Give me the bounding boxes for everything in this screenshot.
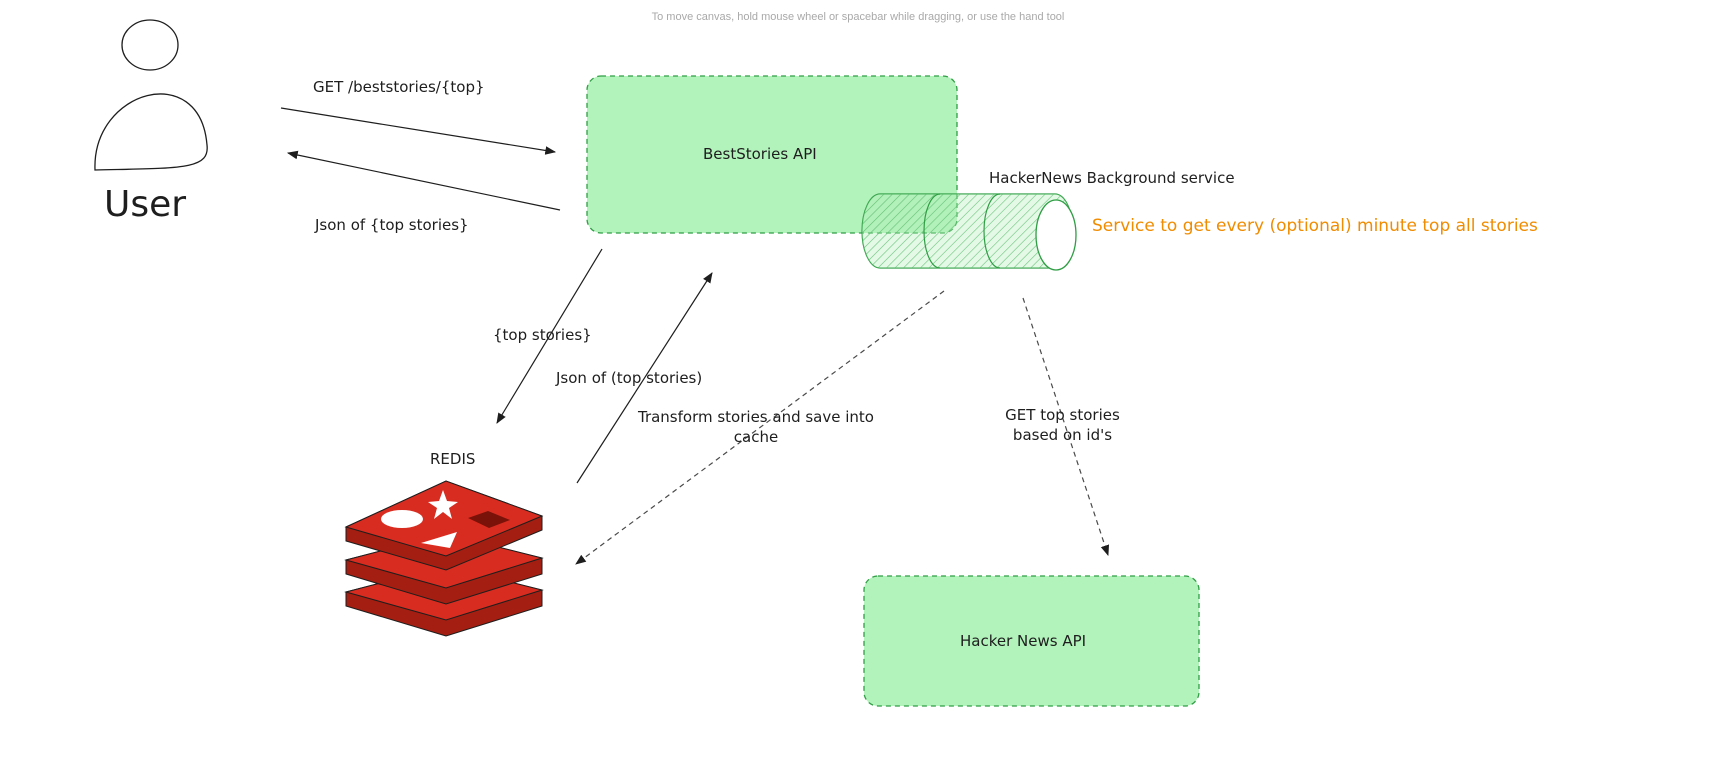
background-service-label: HackerNews Background service <box>989 169 1235 187</box>
label-transform: Transform stories and save into cache <box>637 408 874 446</box>
user-head <box>121 19 179 71</box>
label-hn-fetch: GET top stories based on id's <box>1005 406 1120 444</box>
background-service-cylinder[interactable] <box>861 193 1077 271</box>
redis-label: REDIS <box>430 450 476 468</box>
hackernews-api-label: Hacker News API <box>960 632 1087 650</box>
arrow-get-request <box>280 107 557 155</box>
hackernews-api-box[interactable] <box>863 575 1200 707</box>
user-body <box>94 93 208 171</box>
label-to-redis: {top stories} <box>493 326 592 344</box>
label-from-redis: Json of (top stories) <box>556 369 703 387</box>
arrow-to-redis <box>496 248 603 424</box>
arrow-json-response <box>286 150 561 211</box>
background-service-note: Service to get every (optional) minute t… <box>1092 216 1538 236</box>
canvas-hint: To move canvas, hold mouse wheel or spac… <box>651 11 1065 23</box>
arrow-transform-to-cache <box>575 290 945 565</box>
user-figure[interactable] <box>94 19 208 171</box>
arrow-hn-fetch <box>1022 297 1110 557</box>
redis-logo-icon <box>344 480 544 637</box>
arrow-from-redis <box>576 272 713 484</box>
beststories-api-box[interactable] <box>586 75 958 234</box>
beststories-api-label: BestStories API <box>703 145 817 163</box>
label-get-request: GET /beststories/{top} <box>313 78 485 96</box>
user-label: User <box>104 184 187 225</box>
label-json-response: Json of {top stories} <box>315 216 469 234</box>
